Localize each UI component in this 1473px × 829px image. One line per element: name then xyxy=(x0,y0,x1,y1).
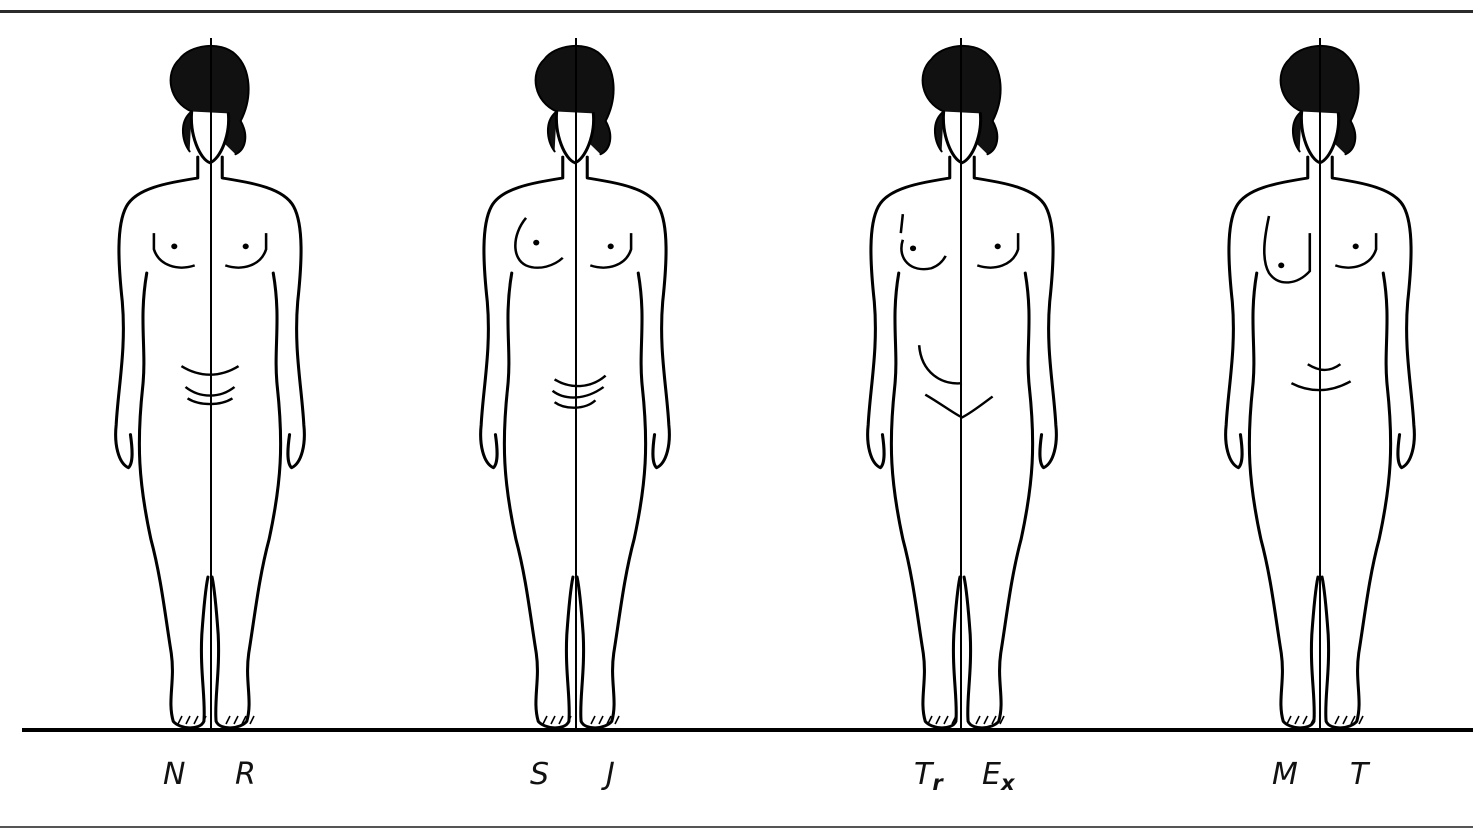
label-figure-4-right: T xyxy=(1350,760,1368,794)
label-figure-2-right: J xyxy=(606,760,615,794)
label-figure-2-left: S xyxy=(530,760,549,794)
feet-hatching xyxy=(178,716,1363,724)
label-figure-1-left: N xyxy=(163,760,185,794)
label-figure-4-left: M xyxy=(1272,760,1298,794)
label-figure-3-right: Ex xyxy=(982,760,1015,794)
label-figure-3-left: Tr xyxy=(914,760,943,794)
label-figure-1-right: R xyxy=(235,760,256,794)
